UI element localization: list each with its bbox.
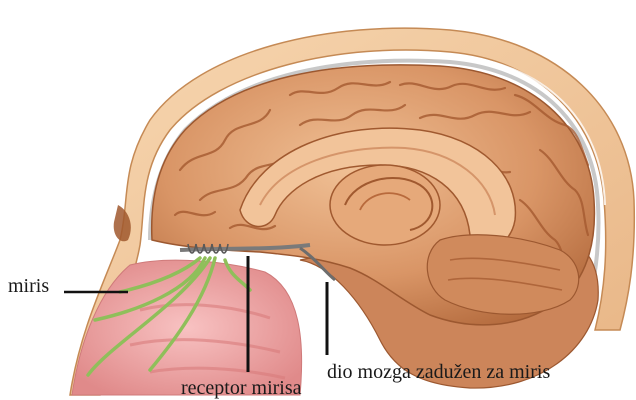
label-smell: miris [8, 276, 49, 296]
label-brain-region: dio mozga zadužen za miris [327, 362, 550, 382]
thalamus [330, 165, 440, 245]
label-receptor: receptor mirisa [181, 378, 302, 398]
